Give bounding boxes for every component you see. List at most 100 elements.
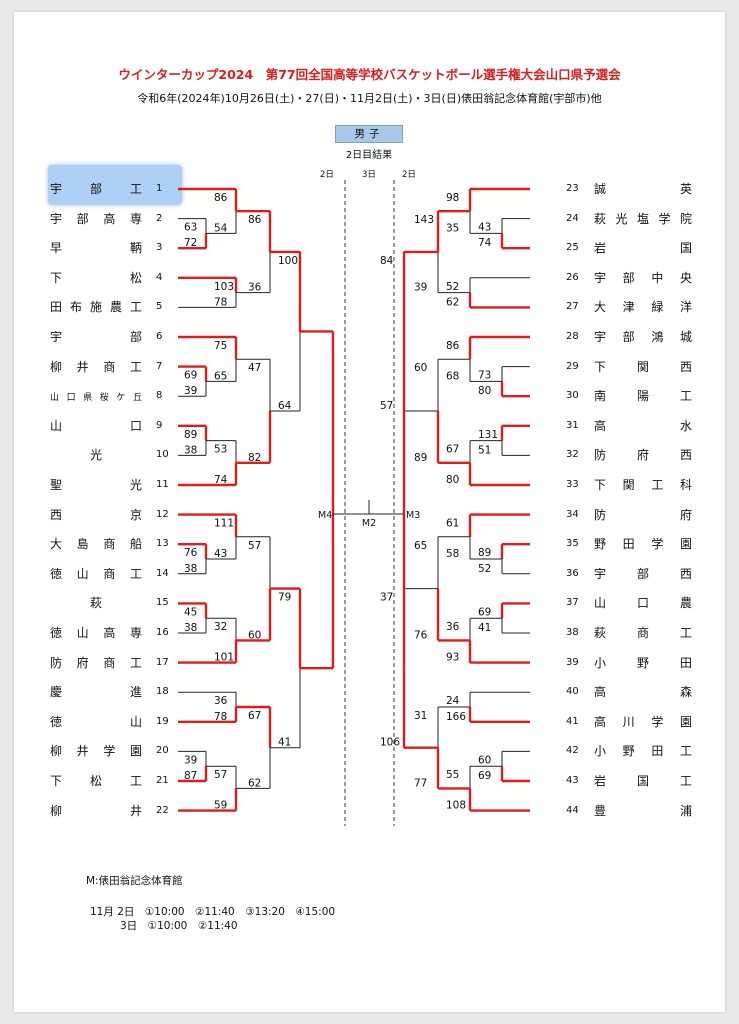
match-score-a: 111: [214, 518, 234, 530]
match-score-b: 39: [184, 385, 197, 397]
match-score-a: 60: [478, 754, 491, 766]
team-name: 柳井: [50, 803, 142, 818]
team-name: 誠英: [594, 182, 692, 196]
match-score-a: 61: [446, 518, 459, 530]
match-score-a: 57: [214, 769, 227, 781]
team-name: 岩国: [594, 241, 692, 256]
final-left-label: M4: [318, 510, 332, 521]
team-seed: 6: [156, 331, 163, 342]
team-name: 柳井商工: [50, 359, 142, 374]
venue-note: M:俵田翁記念体育館: [86, 875, 183, 887]
match-score-a: 57: [248, 540, 261, 552]
match-score-a: 86: [446, 340, 460, 352]
match-score-b: 76: [414, 629, 428, 641]
tournament-title: ウインターカップ2024 第77回全国高等学校バスケットボール選手権大会山口県予…: [118, 67, 621, 82]
match-score-b: 43: [214, 548, 227, 560]
match-score-b: 93: [446, 652, 459, 664]
team-name: 徳山: [50, 714, 142, 729]
team-name: 山口: [50, 418, 142, 433]
division-label: 男子: [335, 125, 403, 143]
team-seed: 21: [156, 775, 169, 786]
match-score-b: 54: [214, 222, 228, 234]
match-score-b: 65: [214, 370, 227, 382]
match-score-b: 106: [380, 737, 400, 749]
match-score-b: 39: [414, 282, 427, 294]
team-name: 徳山高専: [50, 626, 142, 640]
match-score-b: 41: [478, 622, 491, 634]
day-label-left: 2日: [320, 170, 334, 180]
team-seed: 5: [156, 301, 163, 313]
team-seed: 18: [156, 686, 169, 698]
team-name: 小野田: [594, 655, 692, 670]
match-score-b: 82: [248, 452, 261, 464]
team-seed: 44: [566, 804, 579, 816]
team-seed: 2: [156, 212, 163, 224]
team-seed: 23: [566, 183, 579, 194]
team-name: 岩国工: [594, 774, 692, 788]
match-score-a: 47: [248, 362, 261, 374]
match-score-a: 76: [184, 547, 198, 559]
match-score-a: 79: [278, 592, 291, 604]
team-seed: 37: [566, 597, 579, 609]
match-score-b: 87: [184, 770, 197, 782]
match-score-a: 39: [184, 754, 197, 766]
team-seed: 34: [566, 508, 579, 520]
team-name: 慶進: [50, 685, 142, 700]
team-seed: 27: [566, 301, 579, 313]
team-name: 高水: [594, 418, 692, 433]
team-seed: 38: [566, 627, 579, 638]
match-score-a: 86: [248, 214, 262, 226]
selected-team-highlight: [48, 165, 182, 205]
team-seed: 41: [566, 715, 579, 727]
match-score-b: 38: [184, 444, 197, 456]
match-score-a: 67: [446, 444, 459, 456]
team-seed: 43: [566, 775, 579, 786]
match-score-a: 100: [278, 255, 298, 267]
match-score-b: 36: [248, 282, 262, 294]
match-score-a: 67: [248, 710, 261, 722]
team-name: 高川学園: [594, 714, 692, 729]
match-score-b: 74: [214, 474, 228, 486]
team-seed: 24: [566, 212, 579, 224]
match-score-b: 77: [414, 777, 427, 789]
match-score-a: 36: [214, 695, 228, 707]
day-label-right: 2日: [402, 170, 416, 180]
team-name: 小野田工: [594, 744, 692, 759]
match-score-a: 32: [214, 621, 227, 633]
team-seed: 10: [156, 449, 169, 461]
match-score-b: 101: [214, 652, 234, 664]
match-score-a: 73: [478, 370, 491, 382]
team-name: 防府西: [594, 448, 692, 463]
team-name: 宇部: [50, 330, 142, 344]
match-score-b: 68: [446, 370, 459, 382]
match-score-b: 69: [478, 770, 491, 782]
team-seed: 19: [156, 715, 169, 727]
final-center-label: M2: [362, 518, 376, 529]
match-score-a: 37: [380, 592, 393, 604]
tournament-dates-venue: 令和6年(2024年)10月26日(土)・27(日)・11月2日(土)・3日(日…: [137, 92, 602, 105]
team-seed: 17: [156, 656, 169, 668]
match-score-a: 31: [414, 710, 427, 722]
team-name: 下関工科: [594, 478, 692, 492]
match-score-a: 89: [184, 429, 197, 441]
match-score-b: 64: [278, 400, 292, 412]
team-name: 柳井学園: [50, 744, 142, 759]
match-score-a: 143: [414, 214, 434, 226]
team-name: 宇部高専: [50, 211, 142, 226]
team-name: 野田学園: [594, 537, 692, 552]
match-score-a: 43: [478, 222, 491, 234]
team-name: 光: [89, 448, 102, 463]
team-seed: 40: [566, 686, 579, 698]
match-score-b: 52: [478, 563, 491, 575]
team-name: 山口県桜ケ丘: [50, 393, 142, 404]
team-seed: 25: [566, 242, 579, 254]
match-score-a: 69: [184, 370, 197, 382]
match-score-a: 65: [414, 540, 427, 552]
team-name: 防府: [594, 507, 692, 522]
team-name: 大津緑洋: [594, 300, 692, 315]
team-name: 宇部鴻城: [594, 330, 692, 344]
match-score-b: 41: [278, 737, 291, 749]
match-score-b: 62: [248, 777, 261, 789]
match-score-b: 74: [478, 237, 492, 249]
